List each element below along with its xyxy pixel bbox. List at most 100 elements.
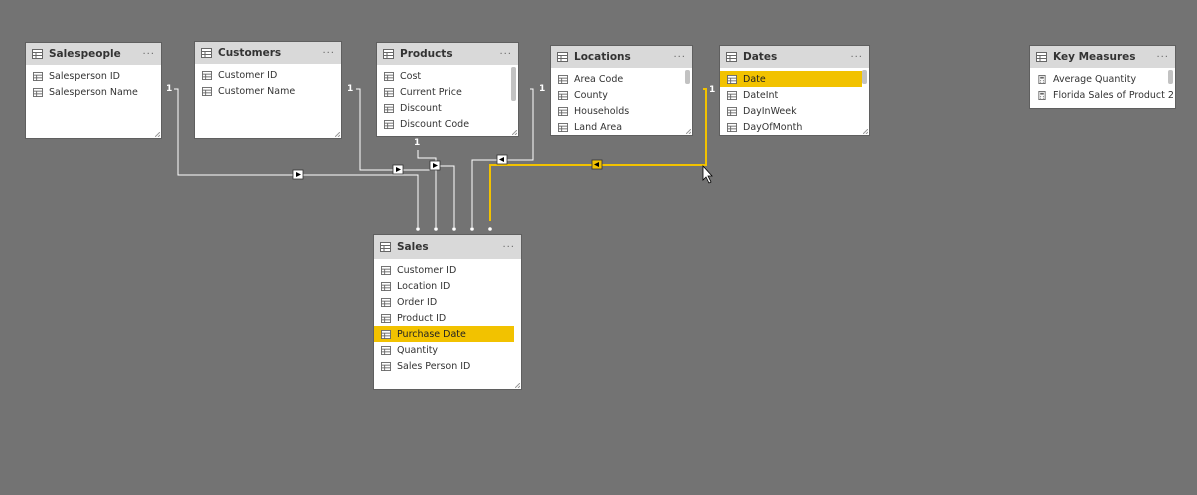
column-icon (727, 75, 737, 84)
column-icon (202, 71, 212, 80)
table-icon (201, 48, 212, 58)
column-icon (727, 91, 737, 100)
column-icon (727, 123, 737, 132)
table-icon (557, 52, 568, 62)
table-card-dates[interactable]: Dates ··· Date DateInt DayInWeek DayOfMo… (720, 46, 869, 135)
field-row[interactable]: County (551, 87, 685, 103)
table-title: Key Measures (1053, 51, 1136, 63)
table-icon (726, 52, 737, 62)
table-card-locations[interactable]: Locations ··· Area Code County Household… (551, 46, 692, 135)
field-row[interactable]: Order ID (374, 294, 514, 310)
more-options-icon[interactable]: ··· (142, 48, 155, 60)
cardinality-customers: 1 (347, 84, 354, 94)
table-card-key-measures[interactable]: Key Measures ··· Average Quantity Florid… (1030, 46, 1175, 108)
calculator-icon (1037, 91, 1047, 100)
resize-grip-icon[interactable] (863, 129, 868, 134)
table-header-customers[interactable]: Customers ··· (195, 42, 341, 64)
relationship-locations-sales (471, 88, 534, 227)
field-row[interactable]: DayInWeek (720, 103, 862, 119)
column-icon (384, 72, 394, 81)
table-title: Customers (218, 47, 282, 59)
field-row[interactable]: Land Area (551, 119, 685, 135)
table-icon (380, 242, 391, 252)
field-row[interactable]: Discount Code (377, 116, 511, 132)
column-icon (381, 346, 391, 355)
measure-row[interactable]: Florida Sales of Product 2... (1030, 87, 1175, 103)
resize-grip-icon[interactable] (335, 132, 340, 137)
relationship-dates-sales (489, 88, 707, 221)
cardinality-dates: 1 (709, 85, 716, 95)
table-card-salespeople[interactable]: Salespeople ··· Salesperson ID Salespers… (26, 43, 161, 138)
column-icon (202, 87, 212, 96)
resize-grip-icon[interactable] (155, 132, 160, 137)
table-title: Dates (743, 51, 778, 63)
column-icon (558, 75, 568, 84)
more-options-icon[interactable]: ··· (502, 241, 515, 253)
field-row[interactable]: DateInt (720, 87, 862, 103)
more-options-icon[interactable]: ··· (850, 51, 863, 63)
calculator-icon (1037, 75, 1047, 84)
filter-direction-arrows (292, 154, 603, 180)
table-card-products[interactable]: Products ··· Cost Current Price Discount… (377, 43, 518, 136)
column-icon (381, 362, 391, 371)
table-header-sales[interactable]: Sales ··· (374, 235, 521, 259)
more-options-icon[interactable]: ··· (673, 51, 686, 63)
field-row[interactable]: Customer ID (374, 262, 514, 278)
resize-grip-icon[interactable] (512, 130, 517, 135)
field-row[interactable]: Current Price (377, 84, 511, 100)
table-header-salespeople[interactable]: Salespeople ··· (26, 43, 161, 65)
cardinality-products: 1 (414, 138, 421, 148)
column-icon (558, 91, 568, 100)
field-row-selected[interactable]: Date (720, 71, 862, 87)
table-title: Salespeople (49, 48, 121, 60)
measure-row[interactable]: Average Quantity (1030, 71, 1168, 87)
field-row[interactable]: Discount (377, 100, 511, 116)
table-title: Products (400, 48, 453, 60)
table-header-locations[interactable]: Locations ··· (551, 46, 692, 68)
scrollbar[interactable] (685, 70, 690, 84)
table-icon (32, 49, 43, 59)
column-icon (727, 107, 737, 116)
table-icon (383, 49, 394, 59)
more-options-icon[interactable]: ··· (1156, 51, 1169, 63)
field-row[interactable]: Product ID (374, 310, 514, 326)
field-row[interactable]: DayOfMonth (720, 119, 862, 135)
field-row[interactable]: Households (551, 103, 685, 119)
field-row[interactable]: Customer Name (195, 83, 334, 99)
column-icon (558, 123, 568, 132)
table-header-dates[interactable]: Dates ··· (720, 46, 869, 68)
cardinality-locations: 1 (539, 84, 546, 94)
scrollbar[interactable] (511, 67, 516, 101)
column-icon (558, 107, 568, 116)
field-row[interactable]: Cost (377, 68, 511, 84)
column-icon (381, 298, 391, 307)
table-title: Locations (574, 51, 631, 63)
field-row-selected[interactable]: Purchase Date (374, 326, 514, 342)
field-row[interactable]: Salesperson ID (26, 68, 154, 84)
column-icon (381, 314, 391, 323)
more-options-icon[interactable]: ··· (322, 47, 335, 59)
field-row[interactable]: Area Code (551, 71, 685, 87)
table-card-customers[interactable]: Customers ··· Customer ID Customer Name (195, 42, 341, 138)
field-row[interactable]: Salesperson Name (26, 84, 154, 100)
scrollbar[interactable] (862, 70, 867, 84)
column-icon (384, 120, 394, 129)
field-row[interactable]: Location ID (374, 278, 514, 294)
resize-grip-icon[interactable] (686, 129, 691, 134)
table-card-sales[interactable]: Sales ··· Customer ID Location ID Order … (374, 235, 521, 389)
field-row[interactable]: Sales Person ID (374, 358, 514, 374)
field-row[interactable]: Customer ID (195, 67, 334, 83)
resize-grip-icon[interactable] (515, 383, 520, 388)
column-icon (384, 104, 394, 113)
table-title: Sales (397, 241, 429, 253)
field-row[interactable]: Quantity (374, 342, 514, 358)
column-icon (381, 282, 391, 291)
more-options-icon[interactable]: ··· (499, 48, 512, 60)
column-icon (381, 330, 391, 339)
column-icon (33, 88, 43, 97)
scrollbar[interactable] (1168, 70, 1173, 84)
table-header-key-measures[interactable]: Key Measures ··· (1030, 46, 1175, 68)
table-header-products[interactable]: Products ··· (377, 43, 518, 65)
relationship-customers-sales (356, 88, 437, 227)
